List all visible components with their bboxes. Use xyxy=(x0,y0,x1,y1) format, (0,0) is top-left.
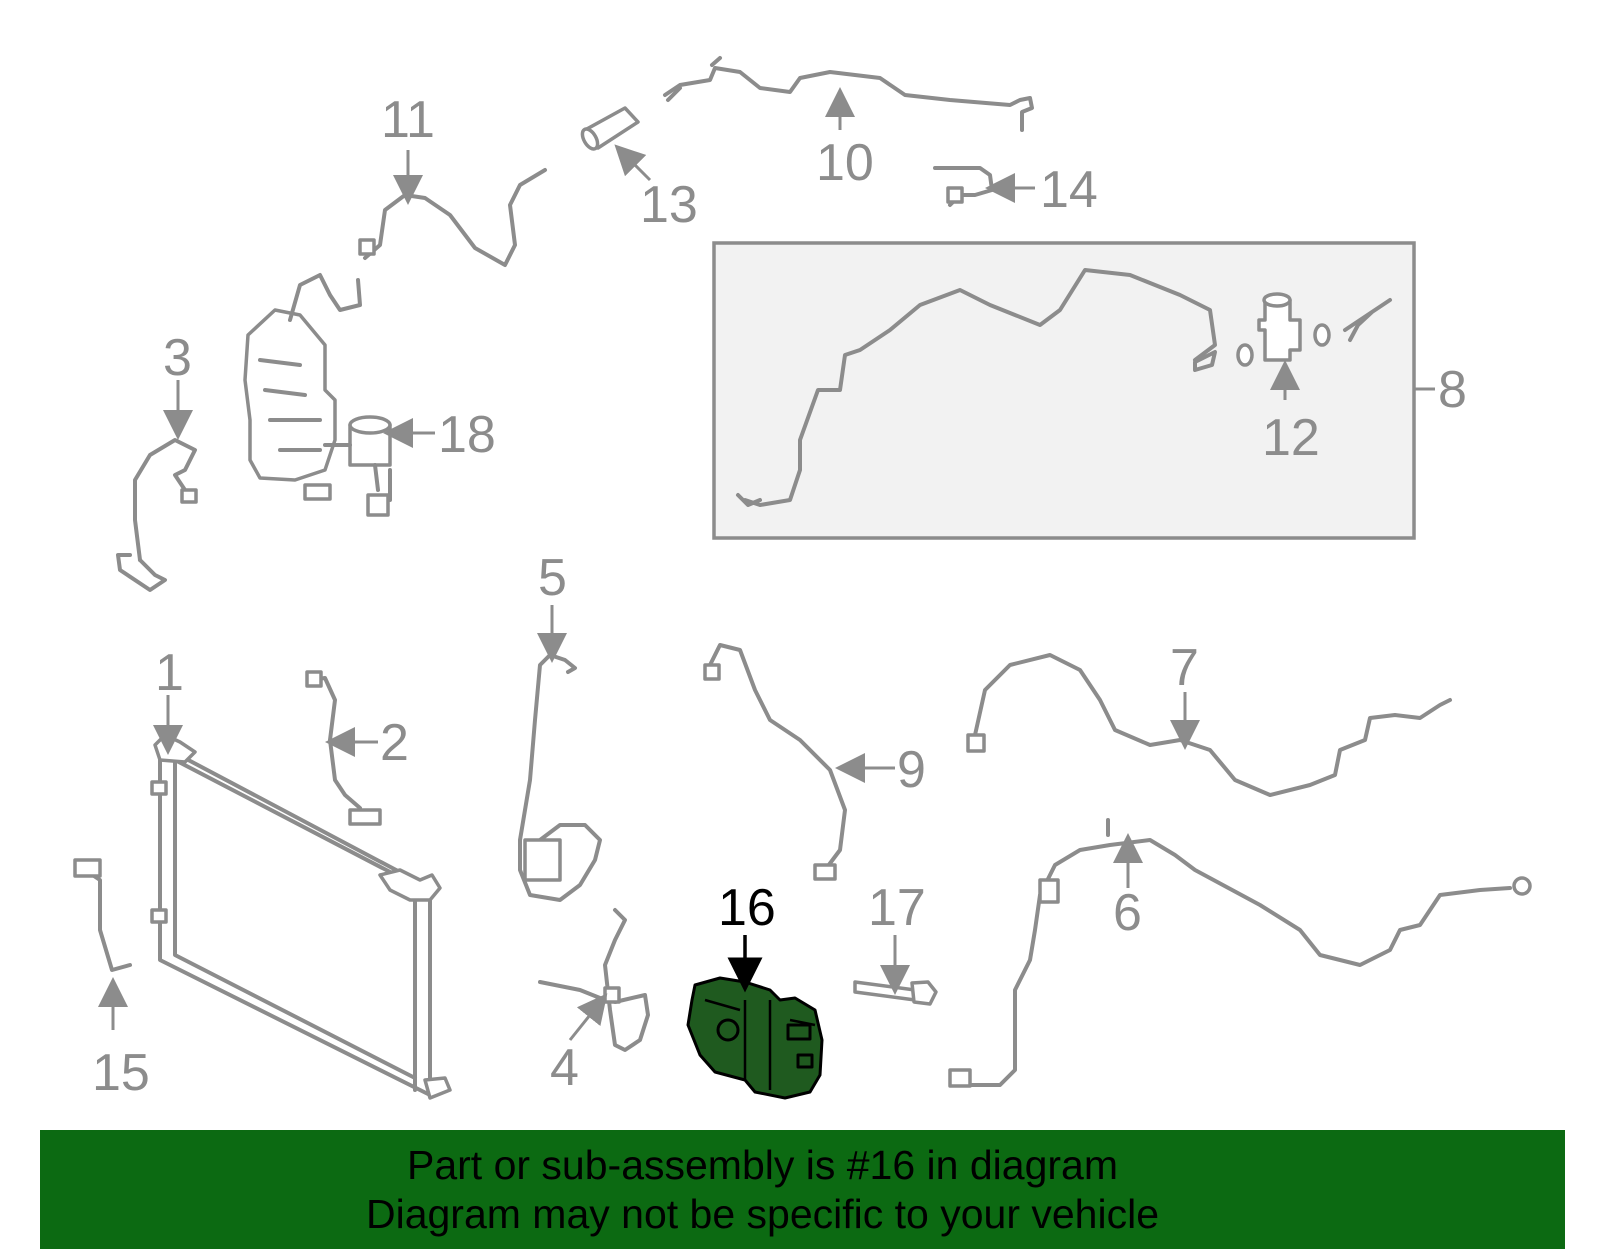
banner-line-1: Part or sub-assembly is #16 in diagram xyxy=(407,1142,1118,1188)
callout-10: 10 xyxy=(816,134,874,192)
part-5-line[interactable] xyxy=(518,653,602,902)
part-11-line[interactable] xyxy=(358,168,547,267)
part-12-valve[interactable] xyxy=(1236,292,1392,367)
callout-16: 16 xyxy=(718,879,776,937)
part-3-hose[interactable] xyxy=(116,438,198,592)
part-18-expansion-assembly[interactable] xyxy=(243,273,392,517)
callout-9: 9 xyxy=(897,741,926,799)
callout-8: 8 xyxy=(1438,361,1467,419)
part-9-hose[interactable] xyxy=(703,643,847,881)
part-7-line[interactable] xyxy=(966,653,1452,797)
part-17-bolt[interactable] xyxy=(853,980,938,1006)
part-6-line[interactable] xyxy=(948,818,1532,1088)
part-2-pipe[interactable] xyxy=(305,670,382,826)
callout-6: 6 xyxy=(1113,884,1142,942)
callout-11: 11 xyxy=(381,91,435,149)
info-banner: Part or sub-assembly is #16 in diagram D… xyxy=(40,1130,1565,1249)
callout-12: 12 xyxy=(1262,409,1320,467)
callout-14: 14 xyxy=(1040,161,1098,219)
callout-3: 3 xyxy=(163,329,192,387)
callout-7: 7 xyxy=(1170,639,1199,697)
banner-line-2: Diagram may not be specific to your vehi… xyxy=(365,1191,1159,1237)
callout-15: 15 xyxy=(92,1044,150,1102)
part-15-pipe[interactable] xyxy=(73,858,132,972)
part-10-line[interactable] xyxy=(663,56,1034,132)
part-14-pipe[interactable] xyxy=(933,166,994,207)
callout-4: 4 xyxy=(550,1039,579,1097)
callout-13: 13 xyxy=(640,176,698,234)
callout-1: 1 xyxy=(155,644,184,702)
part-4-line[interactable] xyxy=(538,908,650,1052)
part-13-filter[interactable] xyxy=(579,106,640,152)
part-16-compressor[interactable] xyxy=(686,976,824,1100)
part-8-suction-line[interactable] xyxy=(736,268,1217,507)
callout-2: 2 xyxy=(380,714,409,772)
callout-17: 17 xyxy=(868,879,926,937)
callout-5: 5 xyxy=(538,549,567,607)
part-1-condenser[interactable] xyxy=(150,733,452,1100)
callout-18: 18 xyxy=(438,406,496,464)
